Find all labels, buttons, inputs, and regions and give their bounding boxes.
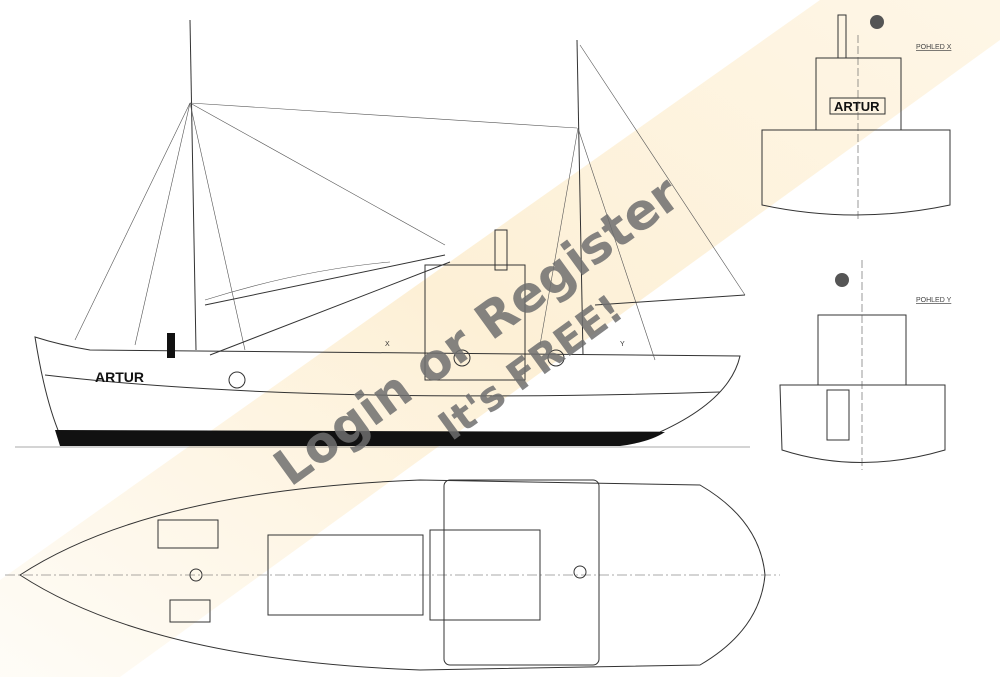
front-boat-name: ARTUR: [834, 99, 880, 114]
view-x-label: POHLED X: [916, 44, 952, 51]
front-view-x: ARTUR POHLED X: [761, 14, 952, 222]
front-view-y: POHLED Y: [779, 260, 952, 470]
side-boat-name: ARTUR: [95, 369, 144, 385]
view-y-label: POHLED Y: [916, 297, 952, 304]
deck-plan: [5, 479, 780, 671]
section-mark-x: X: [385, 341, 390, 348]
section-mark-y: Y: [620, 341, 625, 348]
side-elevation: ARTUR X Y: [15, 19, 750, 448]
